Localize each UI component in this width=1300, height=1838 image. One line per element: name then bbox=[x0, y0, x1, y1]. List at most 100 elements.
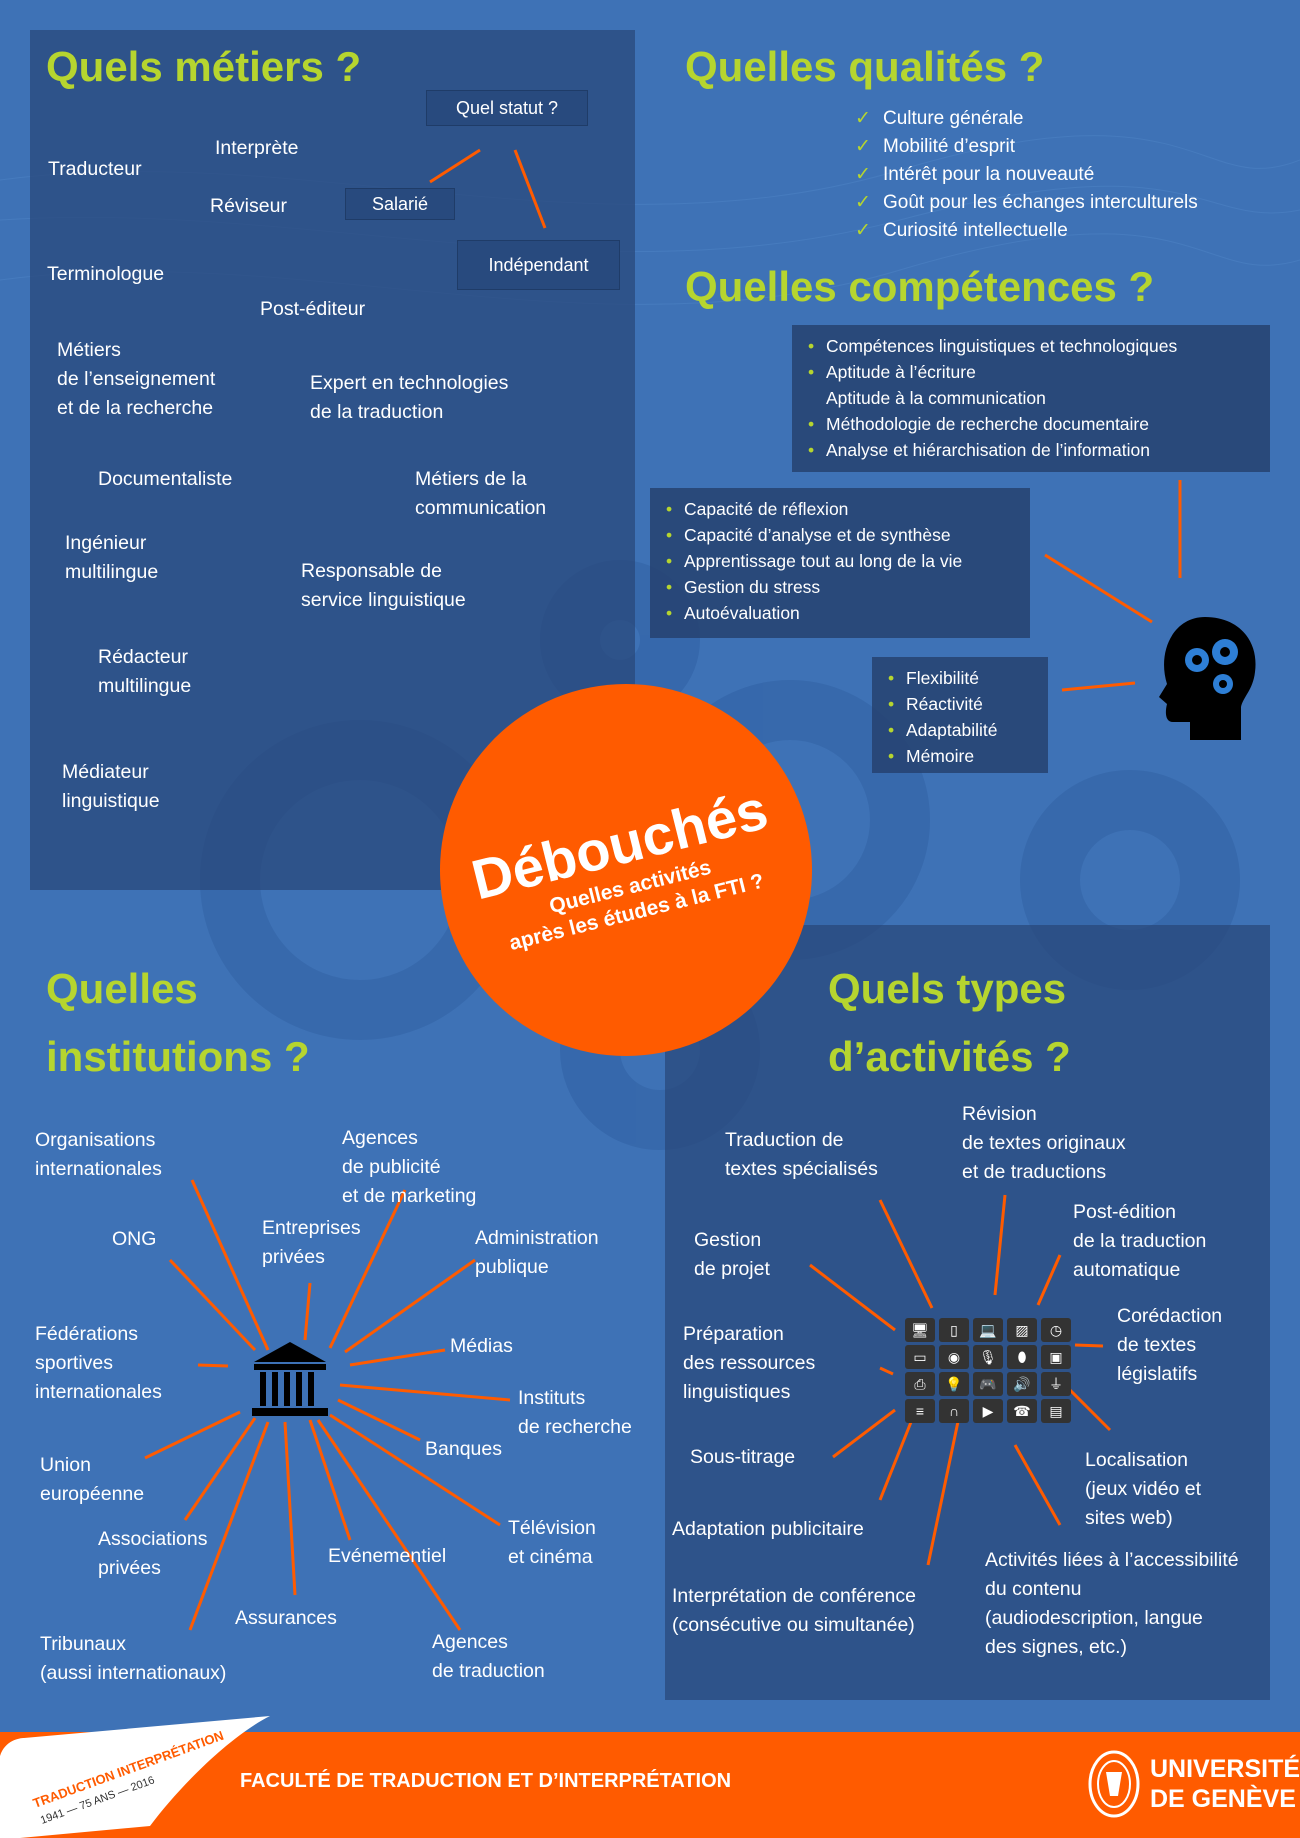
camera-icon: ◉ bbox=[939, 1345, 969, 1369]
competence-item: Méthodologie de recherche documentaire bbox=[804, 411, 1177, 437]
job-label: Documentaliste bbox=[98, 468, 233, 490]
qualite-item: Intérêt pour la nouveauté bbox=[855, 161, 1198, 189]
activite-label: Activités liées à l’accessibilité du con… bbox=[985, 1549, 1239, 1658]
lightbulb-icon: 💡 bbox=[939, 1372, 969, 1396]
job-label: Expert en technologies de la traduction bbox=[310, 372, 509, 423]
qualites-list: Culture générale Mobilité d’esprit Intér… bbox=[855, 105, 1198, 245]
institution-label: ONG bbox=[112, 1228, 157, 1250]
job-label: Interprète bbox=[215, 137, 299, 159]
institution-label: Télévision et cinéma bbox=[508, 1517, 596, 1568]
clock-icon: ◷ bbox=[1041, 1318, 1071, 1342]
activite-label: Traduction de textes spécialisés bbox=[725, 1129, 878, 1180]
competence-item: Gestion du stress bbox=[662, 574, 962, 600]
smartphone-icon: ▯ bbox=[939, 1318, 969, 1342]
telephone-icon: ☎ bbox=[1007, 1399, 1037, 1423]
institution-label: Assurances bbox=[235, 1607, 337, 1629]
activite-label: Gestion de projet bbox=[694, 1229, 770, 1280]
institution-label: Administration publique bbox=[475, 1227, 599, 1278]
plug-icon: ⏚ bbox=[1041, 1372, 1071, 1396]
competence-item: Apprentissage tout au long de la vie bbox=[662, 548, 962, 574]
laptop-icon: 💻 bbox=[973, 1318, 1003, 1342]
activite-label: Révision de textes originaux et de tradu… bbox=[962, 1103, 1126, 1183]
image-icon: ▨ bbox=[1007, 1318, 1037, 1342]
activite-label: Interprétation de conférence (consécutiv… bbox=[672, 1585, 916, 1636]
job-label: Médiateur linguistique bbox=[62, 761, 160, 812]
job-label: Post-éditeur bbox=[260, 298, 366, 320]
institution-label: Agences de publicité et de marketing bbox=[342, 1127, 477, 1207]
desktop-icon: 🖥 bbox=[905, 1318, 935, 1342]
server-icon: ▤ bbox=[1041, 1399, 1071, 1423]
technology-icon-grid: 🖥▯💻▨◷ ▭◉🎙⬮▣ ⎙💡🎮🔊⏚ ≡∩▶☎▤ bbox=[905, 1318, 1071, 1423]
institution-label: Fédérations sportives internationales bbox=[35, 1323, 162, 1403]
institution-label: Agences de traduction bbox=[432, 1631, 545, 1682]
job-label: Rédacteur multilingue bbox=[98, 646, 192, 697]
competence-item: Adaptabilité bbox=[884, 717, 997, 743]
job-label: Métiers de la communication bbox=[415, 468, 547, 519]
job-label: Métiers de l’enseignement et de la reche… bbox=[57, 339, 216, 419]
activite-label: Post-édition de la traduction automatiqu… bbox=[1073, 1201, 1207, 1281]
competence-item: Réactivité bbox=[884, 691, 997, 717]
job-label: Réviseur bbox=[210, 195, 287, 217]
competence-item: Analyse et hiérarchisation de l’informat… bbox=[804, 437, 1177, 463]
mouse-icon: ⬮ bbox=[1007, 1345, 1037, 1369]
monitor-icon: ▭ bbox=[905, 1345, 935, 1369]
competence-item: Capacité de réflexion bbox=[662, 496, 962, 522]
statut-independant-box: Indépendant bbox=[457, 240, 620, 290]
qualite-item: Culture générale bbox=[855, 105, 1198, 133]
institution-label: Associations privées bbox=[98, 1528, 208, 1579]
competences-group-2: Capacité de réflexion Capacité d’analyse… bbox=[650, 488, 1030, 638]
institution-label: Evénementiel bbox=[328, 1545, 447, 1567]
institution-label: Banques bbox=[425, 1438, 502, 1460]
statut-salarie-box: Salarié bbox=[345, 188, 455, 220]
institution-label: Entreprises privées bbox=[262, 1217, 361, 1268]
institution-label: Médias bbox=[450, 1335, 513, 1357]
competences-group-3: Flexibilité Réactivité Adaptabilité Mémo… bbox=[872, 657, 1048, 773]
activite-label: Préparation des ressources linguistiques bbox=[683, 1323, 816, 1403]
institutions-title: Quelles institutions ? bbox=[46, 965, 310, 1080]
competence-item: Flexibilité bbox=[884, 665, 997, 691]
university-seal-icon bbox=[1088, 1750, 1140, 1818]
job-label: Terminologue bbox=[47, 263, 165, 285]
competence-item: Compétences linguistiques et technologiq… bbox=[804, 333, 1177, 359]
head-gears-icon bbox=[1159, 617, 1256, 740]
job-label: Traducteur bbox=[48, 158, 142, 180]
competence-item: Autoévaluation bbox=[662, 600, 962, 626]
statut-question-box: Quel statut ? bbox=[426, 90, 588, 126]
institution-label: Union européenne bbox=[40, 1454, 145, 1505]
headphones-icon: ∩ bbox=[939, 1399, 969, 1423]
gamepad-icon: 🎮 bbox=[973, 1372, 1003, 1396]
activites-title: Quels types d’activités ? bbox=[828, 965, 1071, 1080]
activite-label: Localisation (jeux vidéo et sites web) bbox=[1085, 1449, 1201, 1529]
competence-item: Capacité d’analyse et de synthèse bbox=[662, 522, 962, 548]
institution-building-icon bbox=[252, 1342, 328, 1416]
qualite-item: Curiosité intellectuelle bbox=[855, 217, 1198, 245]
anniversary-logo: TRADUCTION INTERPRÉTATION 1941 — 75 ANS … bbox=[0, 1716, 270, 1838]
footer: FACULTÉ DE TRADUCTION ET D’INTERPRÉTATIO… bbox=[0, 1716, 1300, 1838]
metiers-title: Quels métiers ? bbox=[46, 43, 362, 90]
competence-item: Aptitude à l’écriture Aptitude à la comm… bbox=[804, 359, 1177, 411]
job-label: Ingénieur multilingue bbox=[65, 532, 159, 583]
qualite-item: Mobilité d’esprit bbox=[855, 133, 1198, 161]
speaker-icon: 🔊 bbox=[1007, 1372, 1037, 1396]
activites-panel bbox=[665, 925, 1270, 1700]
activite-label: Adaptation publicitaire bbox=[672, 1518, 864, 1540]
database-icon: ≡ bbox=[905, 1399, 935, 1423]
chip-icon: ▣ bbox=[1041, 1345, 1071, 1369]
institution-label: Instituts de recherche bbox=[518, 1387, 632, 1438]
activity-lines bbox=[809, 1194, 1112, 1566]
institution-label: Organisations internationales bbox=[35, 1129, 162, 1180]
job-label: Responsable de service linguistique bbox=[301, 560, 466, 611]
institution-lines bbox=[144, 1179, 511, 1631]
competence-item: Mémoire bbox=[884, 743, 997, 769]
qualites-title: Quelles qualités ? bbox=[685, 43, 1045, 90]
activite-label: Sous-titrage bbox=[690, 1446, 796, 1468]
printer-icon: ⎙ bbox=[905, 1372, 935, 1396]
institution-label: Tribunaux (aussi internationaux) bbox=[40, 1633, 227, 1684]
competences-title: Quelles compétences ? bbox=[685, 263, 1155, 310]
activite-label: Corédaction de textes législatifs bbox=[1117, 1305, 1223, 1385]
microphone-icon: 🎙 bbox=[973, 1345, 1003, 1369]
play-icon: ▶ bbox=[973, 1399, 1003, 1423]
faculty-name: FACULTÉ DE TRADUCTION ET D’INTERPRÉTATIO… bbox=[240, 1770, 732, 1792]
qualite-item: Goût pour les échanges interculturels bbox=[855, 189, 1198, 217]
competences-group-1: Compétences linguistiques et technologiq… bbox=[792, 325, 1270, 472]
